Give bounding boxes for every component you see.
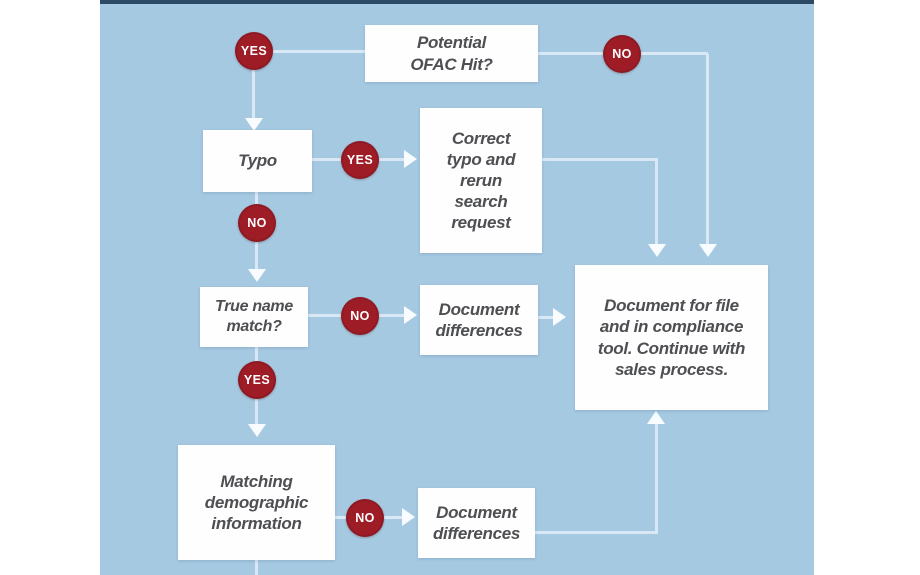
node-document-for-file-label: Document for file and in compliance tool… <box>597 296 746 379</box>
connector-matching-down-offscreen <box>255 560 258 575</box>
node-matching-demographic: Matching demographic information <box>178 445 335 560</box>
arrowhead-down-into-matching-icon <box>248 424 266 437</box>
badge-true-name-yes-label: YES <box>243 373 271 387</box>
badge-true-name-no: NO <box>341 297 379 335</box>
connector-correct-right <box>542 158 658 161</box>
arrowhead-right-into-docdiff2-icon <box>402 508 415 526</box>
connector-ofacyes-to-ofac <box>273 50 365 53</box>
arrowhead-down-ofacno-into-bigbox-icon <box>699 244 717 257</box>
badge-typo-no: NO <box>238 204 276 242</box>
node-document-differences-1: Document differences <box>420 285 538 355</box>
connector-typono-down <box>255 241 258 269</box>
connector-typo-to-no <box>255 192 258 205</box>
connector-truename-to-yes <box>255 347 258 362</box>
arrowhead-up-into-bigbox-icon <box>647 411 665 424</box>
arrowhead-down-into-typo-icon <box>245 118 263 131</box>
connector-docdiff2-up <box>655 424 658 534</box>
connector-matchingno-to-docdiff2 <box>384 516 403 519</box>
connector-docdiff2-right <box>535 531 658 534</box>
badge-matching-no: NO <box>346 499 384 537</box>
node-correct-typo: Correct typo and rerun search request <box>420 108 542 253</box>
node-matching-demographic-label: Matching demographic information <box>204 471 309 534</box>
badge-typo-yes-label: YES <box>346 153 374 167</box>
connector-typo-to-yes <box>312 158 341 161</box>
node-correct-typo-label: Correct typo and rerun search request <box>446 128 516 233</box>
connector-matching-to-no <box>335 516 347 519</box>
arrowhead-right-into-correct-icon <box>404 150 417 168</box>
arrowhead-down-correct-into-bigbox-icon <box>648 244 666 257</box>
connector-typoyes-to-correct <box>379 158 405 161</box>
node-document-differences-2-label: Document differences <box>432 502 521 543</box>
node-document-differences-1-label: Document differences <box>435 299 523 340</box>
connector-truename-to-no <box>308 314 342 317</box>
node-potential-ofac-hit-label: Potential OFAC Hit? <box>410 33 493 74</box>
node-potential-ofac-hit: Potential OFAC Hit? <box>365 25 538 82</box>
connector-ofacno-down <box>706 54 709 244</box>
node-document-differences-2: Document differences <box>418 488 535 558</box>
badge-ofac-no-label: NO <box>612 47 632 61</box>
node-document-for-file: Document for file and in compliance tool… <box>575 265 768 410</box>
connector-ofac-to-no <box>538 52 603 55</box>
connector-truenameyes-down <box>255 398 258 425</box>
node-true-name-match-label: True name match? <box>215 298 293 335</box>
badge-ofac-yes-label: YES <box>240 44 268 58</box>
badge-typo-yes: YES <box>341 141 379 179</box>
node-typo: Typo <box>203 130 312 192</box>
badge-ofac-yes: YES <box>235 32 273 70</box>
arrowhead-right-into-bigbox-icon <box>553 308 566 326</box>
arrowhead-down-into-truename-icon <box>248 269 266 282</box>
badge-matching-no-label: NO <box>355 511 375 525</box>
badge-typo-no-label: NO <box>247 216 267 230</box>
connector-ofacno-right <box>641 52 708 55</box>
badge-true-name-yes: YES <box>238 361 276 399</box>
connector-correct-down <box>655 160 658 244</box>
node-typo-label: Typo <box>238 151 277 171</box>
connector-truenameno-to-docdiff1 <box>379 314 405 317</box>
connector-docdiff1-to-bigbox <box>538 316 553 319</box>
badge-ofac-no: NO <box>603 35 641 73</box>
badge-true-name-no-label: NO <box>350 309 370 323</box>
connector-ofacyes-down <box>252 70 255 119</box>
arrowhead-right-into-docdiff1-icon <box>404 306 417 324</box>
node-true-name-match: True name match? <box>200 287 308 347</box>
